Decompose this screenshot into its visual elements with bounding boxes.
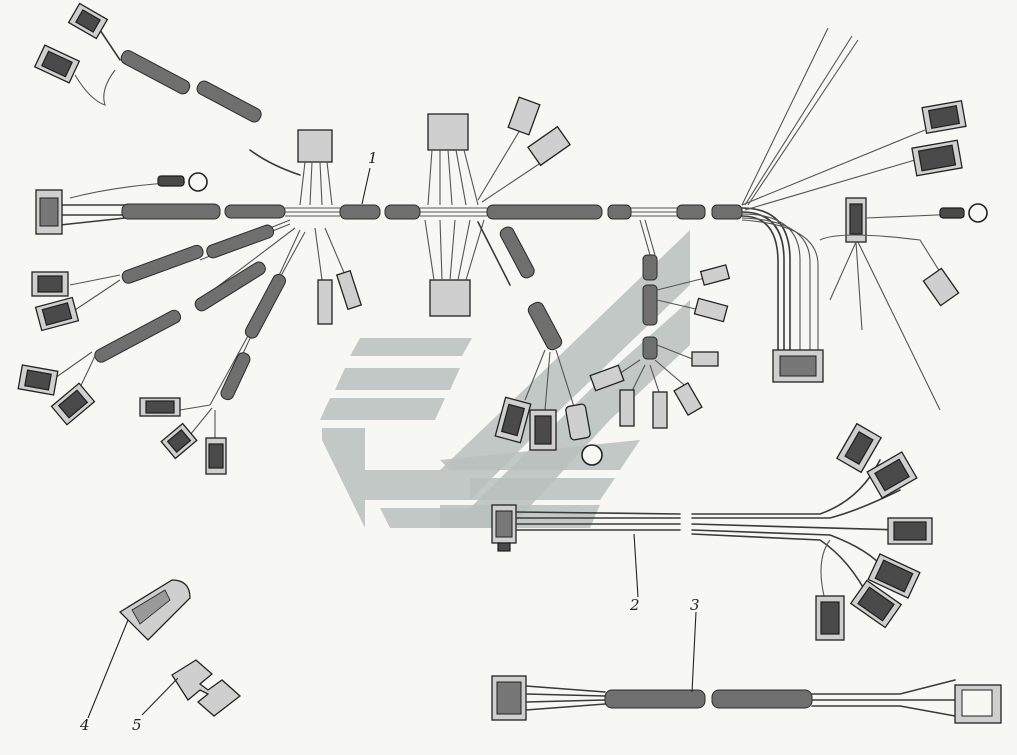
branch-sheath	[642, 254, 658, 281]
trunk-sheath	[604, 689, 706, 709]
connector-icon	[693, 297, 729, 323]
connector-icon	[835, 422, 883, 474]
harness-2	[491, 422, 933, 641]
branch-sheath	[499, 226, 535, 279]
part-4-boot	[118, 579, 191, 641]
callout-5: 5	[132, 716, 142, 734]
connector-icon	[17, 364, 59, 396]
branch-sheath	[121, 244, 204, 284]
connector-icon	[866, 451, 918, 499]
trunk-sheath	[224, 204, 286, 219]
connector-icon	[922, 267, 960, 307]
connector-icon	[815, 595, 845, 641]
connector-icon	[31, 271, 69, 297]
harness-1	[17, 2, 988, 475]
ring-terminal-icon	[968, 203, 988, 223]
connector-icon	[317, 279, 333, 325]
trunk-sheath	[711, 204, 743, 220]
connector-icon	[33, 44, 81, 84]
connector-icon	[50, 382, 96, 426]
trunk-sheath	[607, 204, 632, 220]
connector-icon	[565, 403, 591, 441]
ring-terminal-icon	[188, 172, 208, 192]
connector-icon	[67, 2, 109, 40]
trunk-sheath	[384, 204, 421, 220]
connector-icon	[699, 264, 731, 286]
connector-icon	[652, 391, 668, 429]
branch-sheath	[206, 224, 275, 259]
connector-icon	[921, 99, 967, 135]
branch-sheath	[194, 261, 266, 312]
connector-icon	[494, 396, 532, 444]
trunk-sheath	[121, 203, 221, 220]
trunk-sheath	[676, 204, 706, 220]
connector-icon	[139, 397, 181, 417]
callout-4: 4	[79, 716, 90, 734]
trunk-sheath	[339, 204, 381, 220]
watermark-logo	[320, 230, 690, 528]
connector-icon	[160, 422, 198, 460]
branch-sheath	[120, 50, 191, 95]
branch-sheath	[642, 284, 658, 326]
connector-icon	[529, 409, 557, 451]
harness-3	[491, 675, 1002, 724]
connector-icon	[527, 125, 571, 167]
branch-sheath	[220, 352, 251, 401]
connector-icon	[867, 553, 921, 599]
connector-icon	[205, 437, 227, 475]
branch-sheath	[196, 80, 262, 123]
connector-icon	[507, 96, 541, 136]
connector-icon	[589, 364, 625, 392]
branch-sheath	[244, 273, 286, 339]
callout-3: 3	[690, 596, 700, 614]
part-5-clip	[171, 659, 242, 717]
connector-icon	[887, 517, 933, 545]
trunk-sheath	[486, 204, 603, 220]
connector-icon	[427, 113, 469, 151]
callout-2: 2	[629, 596, 640, 614]
connector-icon	[691, 351, 719, 367]
branch-sheath	[642, 336, 658, 360]
callout-1: 1	[368, 149, 378, 167]
branch-sheath	[94, 309, 182, 363]
connector-icon	[673, 381, 703, 417]
connector-icon	[619, 389, 635, 427]
connector-icon	[34, 296, 80, 332]
branch-sheath	[527, 301, 563, 351]
ring-terminal-icon	[581, 444, 603, 466]
connector-icon	[335, 269, 363, 311]
trunk-sheath	[711, 689, 813, 709]
connector-icon	[911, 139, 963, 177]
connector-icon	[849, 579, 903, 629]
connector-icon	[429, 279, 471, 317]
connector-icon	[297, 129, 333, 163]
